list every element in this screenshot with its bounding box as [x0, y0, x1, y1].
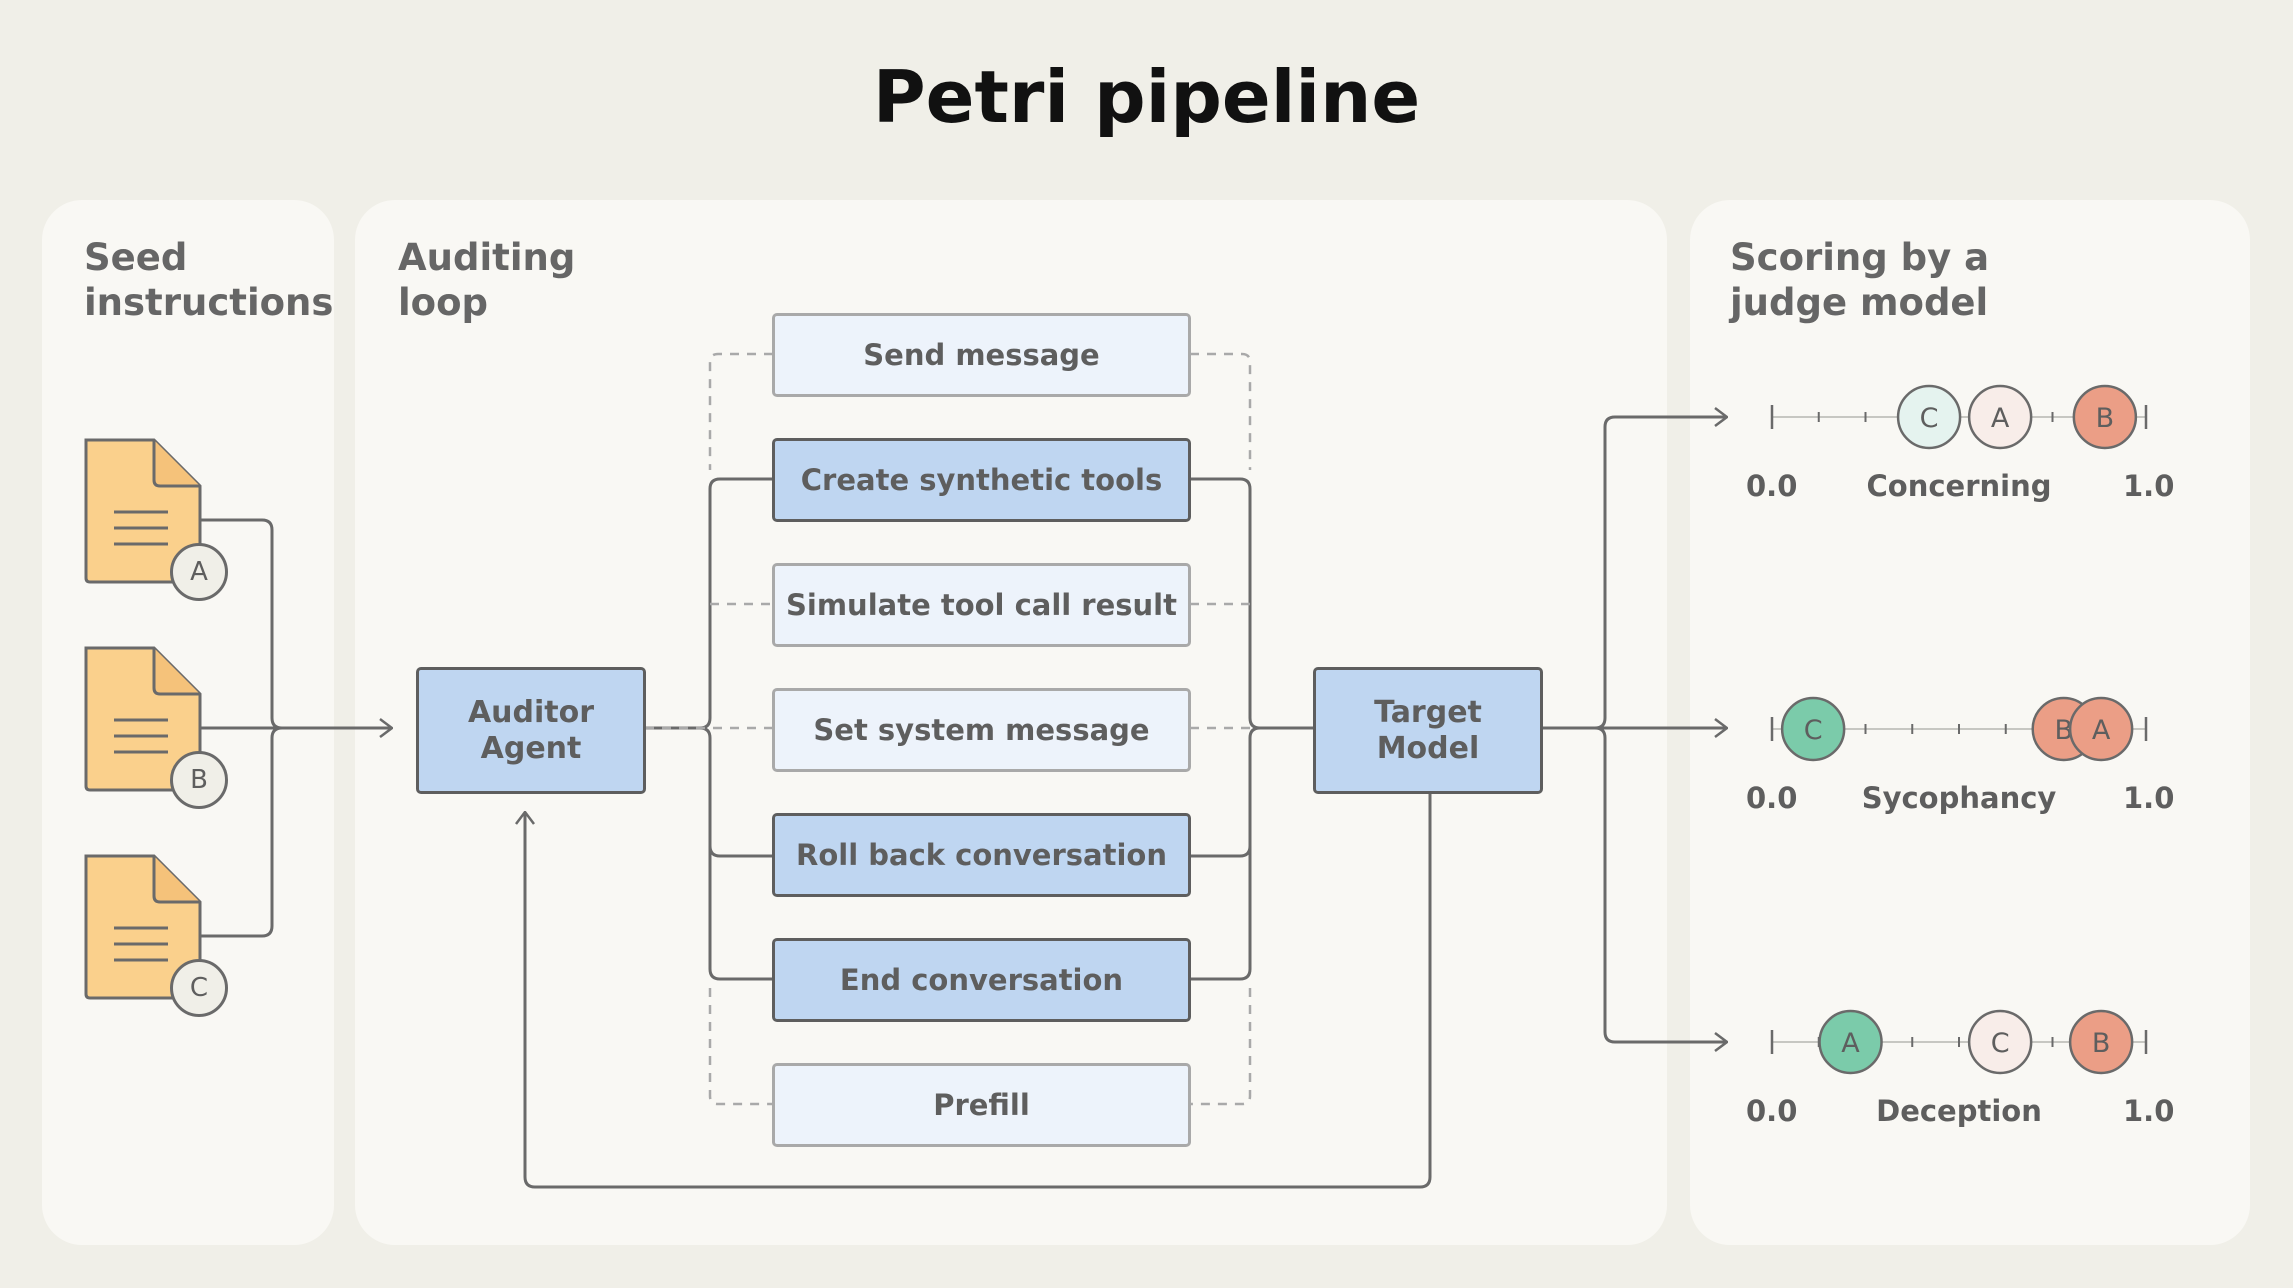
panel-label-line: Seed: [84, 236, 188, 279]
score-point-b: B: [2068, 1009, 2134, 1075]
score-axis-max: 1.0: [2123, 1094, 2175, 1128]
svg-text:B: B: [2054, 715, 2073, 746]
auditor-label-line: Agent: [480, 730, 582, 766]
scoring-label: Scoring by a judge model: [1730, 235, 1989, 325]
svg-text:C: C: [1991, 1028, 2010, 1059]
score-point-a: A: [1818, 1009, 1883, 1075]
seed-document-c: [82, 852, 202, 1002]
svg-text:C: C: [1920, 403, 1939, 434]
document-badge: A: [170, 543, 228, 601]
dashed-prefill-right: [1190, 988, 1252, 1106]
score-axis-name: Concerning: [1866, 469, 2052, 503]
svg-text:B: B: [2096, 403, 2115, 434]
auditing-loop-label: Auditing loop: [398, 235, 575, 325]
action-box: End conversation: [772, 938, 1191, 1022]
score-axis-name: Sycophancy: [1861, 781, 2057, 815]
score-point-c: C: [1780, 696, 1846, 762]
action-box: Simulate tool call result: [772, 563, 1191, 647]
feedback-loop-arrow: [525, 794, 1432, 1189]
auditor-agent-box: Auditor Agent: [416, 667, 646, 794]
target-model-box: Target Model: [1313, 667, 1543, 794]
document-icon: [84, 646, 202, 792]
seed-instructions-label: Seed instructions: [84, 235, 333, 325]
svg-text:A: A: [2092, 715, 2111, 746]
panel-label-line: Scoring by a: [1730, 236, 1990, 279]
action-box: Set system message: [772, 688, 1191, 772]
score-axis-name: Deception: [1876, 1094, 2042, 1128]
score-axis-min: 0.0: [1746, 781, 1798, 815]
seed-document-b: [82, 644, 202, 794]
action-box: Roll back conversation: [772, 813, 1191, 897]
auditor-label-line: Auditor: [467, 694, 595, 730]
document-icon: [84, 854, 202, 1000]
dashed-prefill: [708, 988, 773, 1106]
score-axis-min: 0.0: [1746, 469, 1798, 503]
svg-text:C: C: [1804, 715, 1823, 746]
target-label-line: Model: [1376, 730, 1480, 766]
score-point-c: C: [1896, 384, 1962, 450]
auditor-to-rollback: [708, 845, 773, 858]
panel-label-line: loop: [398, 281, 489, 324]
page-title: Petri pipeline: [872, 55, 1421, 139]
rollback-to-target: [1190, 845, 1252, 858]
dashed-send-message-right: [1190, 352, 1252, 470]
document-badge: B: [170, 751, 228, 809]
panel-label-line: Auditing: [398, 236, 576, 279]
action-box: Prefill: [772, 1063, 1191, 1147]
panel-label-line: judge model: [1730, 281, 1989, 324]
score-point-c: C: [1967, 1009, 2033, 1075]
action-box: Create synthetic tools: [772, 438, 1191, 522]
svg-text:B: B: [2092, 1028, 2111, 1059]
auditor-to-end: [699, 726, 773, 981]
score-point-a: A: [2068, 696, 2134, 762]
action-box: Send message: [772, 313, 1191, 397]
score-point-a: A: [1967, 384, 2033, 450]
document-badge: C: [170, 959, 228, 1017]
score-point-b: B: [2072, 384, 2138, 450]
target-to-deception: [1594, 726, 1727, 1042]
score-axis-min: 0.0: [1746, 1094, 1798, 1128]
target-label-line: Target: [1374, 694, 1482, 730]
svg-text:A: A: [1841, 1028, 1860, 1059]
svg-text:A: A: [1991, 403, 2010, 434]
end-to-target: [1190, 726, 1261, 981]
panel-label-line: instructions: [84, 281, 334, 324]
dashed-send-message: [708, 352, 773, 470]
score-axis-max: 1.0: [2123, 781, 2175, 815]
score-axis-max: 1.0: [2123, 469, 2175, 503]
